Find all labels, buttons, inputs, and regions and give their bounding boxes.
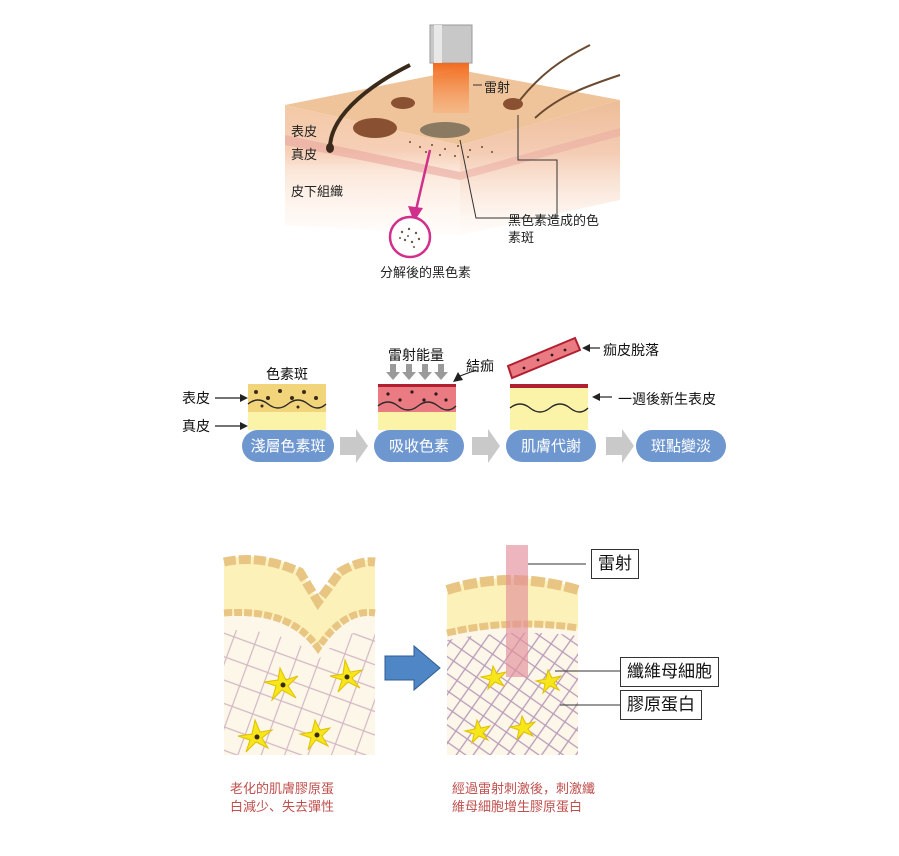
skin-tile-metabolism [509, 384, 589, 430]
skin-tile-pigment [247, 384, 327, 430]
laser-column [506, 545, 528, 677]
pigment-spot [353, 118, 397, 138]
laser-label: 雷射 [484, 81, 511, 96]
fibroblast-box-label: 纖維母細胞 [620, 657, 719, 687]
new-skin-label: 一週後新生表皮 [618, 392, 716, 408]
process-diagram [215, 336, 634, 463]
pigment-spot-label-line1: 黑色素造成的色 [508, 214, 600, 229]
skin-block-diagram [285, 24, 621, 259]
broken-melanin-circle [388, 215, 432, 259]
step-pill-2: 吸收色素 [374, 430, 464, 462]
step-arrows [340, 429, 634, 463]
pigment-spot-label-line2: 素斑 [508, 231, 535, 246]
p2-dermis-label: 真皮 [182, 419, 210, 435]
epidermis-label: 表皮 [291, 125, 318, 140]
scab-off-label: 痂皮脫落 [603, 343, 659, 359]
melanin-dots [409, 141, 493, 158]
aged-skin-block [223, 555, 376, 755]
broken-melanin-label: 分解後的黑色素 [380, 266, 472, 281]
step-pill-1: 淺層色素斑 [242, 430, 334, 462]
skin-side-face [460, 100, 620, 235]
scab-flake [506, 336, 582, 380]
caption-right-line2: 維母細胞增生膠原蛋白 [452, 800, 583, 815]
subcutis-label: 皮下組織 [291, 185, 344, 200]
fibroblast-icon [463, 664, 563, 745]
caption-left-line1: 老化的肌膚膠原蛋 [230, 782, 335, 797]
laser-beam [433, 63, 469, 113]
energy-arrows [386, 364, 448, 380]
collagen-box-label: 膠原蛋白 [620, 690, 702, 720]
step-pill-3: 肌膚代謝 [506, 430, 596, 462]
collagen-diagram [223, 545, 620, 755]
pigment-spot [420, 122, 470, 138]
caption-left-line2: 白減少、失去彈性 [230, 800, 335, 815]
pigment-spot [391, 97, 415, 109]
dermis-label: 真皮 [291, 148, 318, 163]
laser-energy-label: 雷射能量 [388, 348, 444, 364]
step-pill-4: 斑點變淡 [636, 430, 726, 462]
skin-front-face [285, 105, 460, 235]
scab-label: 結痂 [466, 359, 494, 375]
magenta-arrow [414, 149, 432, 211]
caption-right-line1: 經過雷射刺激後，刺激纖 [452, 782, 596, 797]
hair [328, 63, 411, 149]
p2-epidermis-label: 表皮 [182, 391, 210, 407]
skin-tile-absorb [377, 384, 457, 430]
pigment-spot [503, 98, 523, 110]
pigment-spot-label: 色素斑 [266, 367, 308, 383]
laser-box-label: 雷射 [591, 549, 639, 579]
blue-arrow [384, 644, 441, 692]
